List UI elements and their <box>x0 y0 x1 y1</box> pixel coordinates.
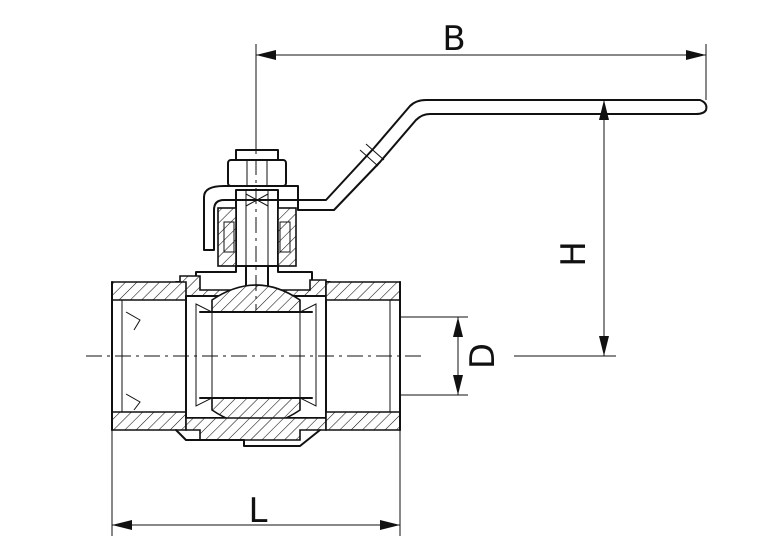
dimension-l: L <box>111 430 401 536</box>
dimension-d: D <box>400 316 503 396</box>
dimension-label-d: D <box>463 343 503 369</box>
lever-handle <box>203 99 708 251</box>
stem-nut <box>227 149 287 187</box>
dimension-label-l: L <box>249 491 268 531</box>
right-end-connector <box>325 281 401 431</box>
dimension-label-b: B <box>442 19 465 59</box>
centerlines <box>86 130 424 357</box>
dimension-label-h: H <box>554 241 594 267</box>
dimension-h: H <box>514 99 620 357</box>
dimension-b: B <box>255 19 707 150</box>
valve-stem <box>217 189 297 301</box>
valve-body-bottom <box>175 417 327 447</box>
